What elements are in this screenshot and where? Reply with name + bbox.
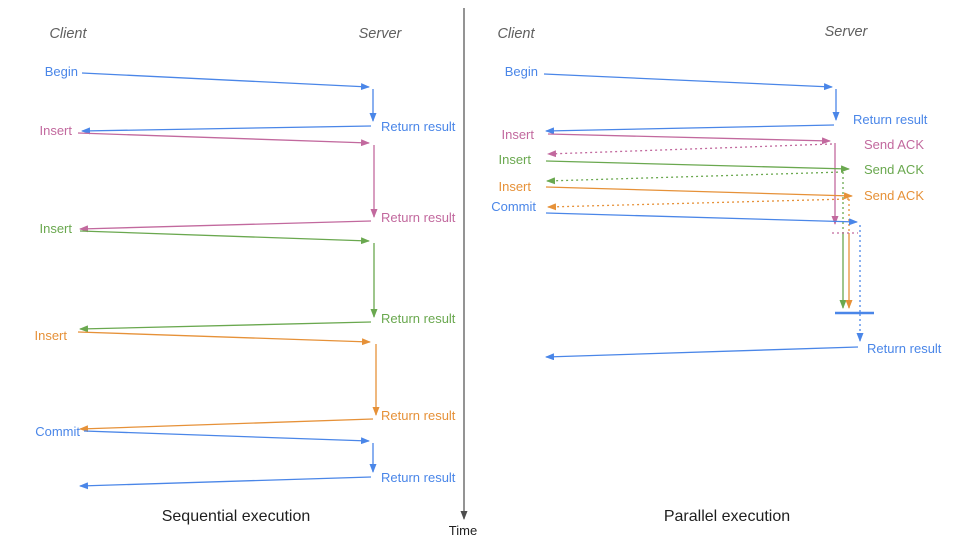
message-label: Commit — [491, 199, 536, 214]
message-label: Insert — [498, 179, 531, 194]
message-line — [79, 230, 370, 245]
message-line — [79, 476, 372, 490]
time-axis-label: Time — [449, 523, 477, 538]
message-label: Send ACK — [864, 137, 924, 152]
message-label: Return result — [381, 470, 456, 485]
message-line — [545, 160, 850, 173]
message-label: Return result — [853, 112, 928, 127]
message-label: Begin — [505, 64, 538, 79]
message-line — [79, 418, 374, 433]
actor-label-client: Client — [49, 26, 87, 42]
actor-label-server: Server — [359, 26, 403, 42]
message-line — [79, 321, 372, 333]
message-label: Insert — [39, 221, 72, 236]
actor-label-client: Client — [497, 26, 535, 42]
message-line — [545, 124, 835, 135]
message-line — [547, 198, 850, 211]
message-line — [545, 186, 853, 200]
panel-caption-parallel: Parallel execution — [664, 508, 790, 525]
message-label: Insert — [34, 328, 67, 343]
message-label: Return result — [381, 119, 456, 134]
message-line — [545, 346, 859, 361]
message-line — [547, 143, 833, 158]
message-label: Send ACK — [864, 188, 924, 203]
panel-caption-sequential: Sequential execution — [162, 508, 311, 525]
message-label: Return result — [381, 408, 456, 423]
message-line — [77, 132, 370, 147]
message-line — [543, 73, 833, 91]
message-line — [546, 171, 844, 185]
message-line — [81, 72, 370, 91]
actor-label-server: Server — [825, 24, 869, 40]
message-label: Return result — [381, 311, 456, 326]
message-label: Insert — [498, 152, 531, 167]
message-line — [77, 331, 371, 346]
message-line — [81, 125, 372, 135]
message-label: Commit — [35, 424, 80, 439]
message-line — [545, 212, 858, 226]
message-label: Return result — [867, 341, 942, 356]
message-line — [79, 220, 372, 233]
message-line — [547, 133, 831, 145]
message-line — [83, 430, 370, 445]
message-label: Return result — [381, 210, 456, 225]
message-label: Insert — [501, 127, 534, 142]
message-label: Begin — [45, 64, 78, 79]
message-label: Send ACK — [864, 162, 924, 177]
message-label: Insert — [39, 123, 72, 138]
